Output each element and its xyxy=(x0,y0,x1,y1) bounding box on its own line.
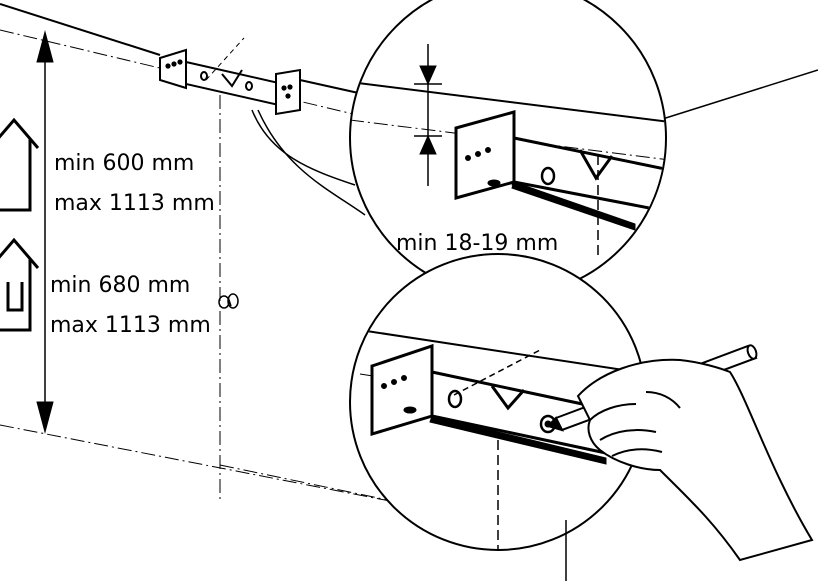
range-b-max-label: max 1113 mm xyxy=(50,313,211,338)
detail-circle-top xyxy=(349,0,667,297)
range-b-min-label: min 680 mm xyxy=(50,273,190,298)
hand-icon xyxy=(576,358,814,562)
house-icon xyxy=(0,117,40,212)
ceiling-centerline xyxy=(0,29,371,119)
house-icon xyxy=(0,237,40,332)
offset-label: min 18-19 mm xyxy=(396,231,558,256)
detail-circle-bottom xyxy=(349,253,647,581)
range-a-max-label: max 1113 mm xyxy=(54,191,215,216)
bracket-icon xyxy=(159,48,301,116)
offset-dimension xyxy=(414,44,442,186)
height-dimension-arrow xyxy=(36,30,54,434)
range-a-min-label: min 600 mm xyxy=(54,151,194,176)
bracket-drill-guide xyxy=(205,37,245,81)
screw-icon xyxy=(218,293,239,309)
callout-connector xyxy=(251,69,818,216)
